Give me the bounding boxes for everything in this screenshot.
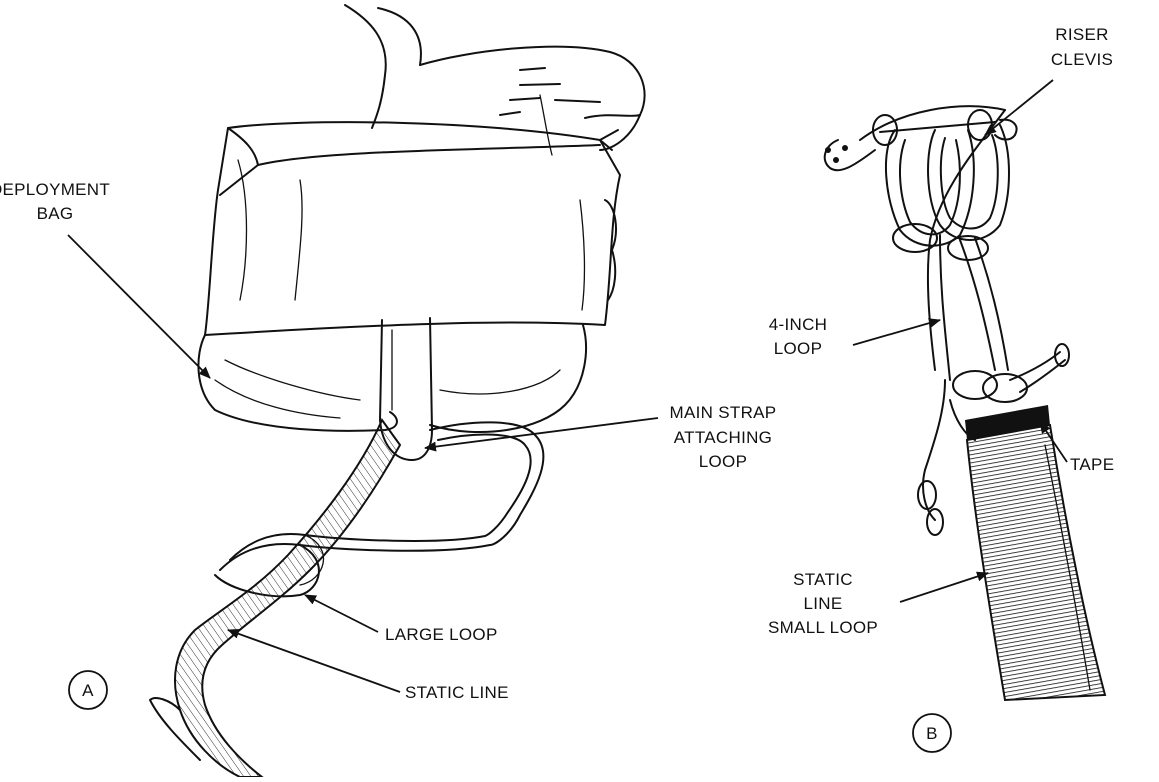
label-tape: TAPE bbox=[1070, 455, 1114, 474]
label-small-loop-line1: STATIC bbox=[793, 570, 853, 589]
four-inch-loop-arrow bbox=[853, 320, 940, 345]
static-line-small-loop-shape bbox=[965, 405, 1105, 700]
upper-fabric bbox=[345, 5, 645, 155]
label-static-line: STATIC LINE bbox=[405, 683, 509, 702]
label-main-strap-line2: ATTACHING bbox=[674, 428, 772, 447]
label-riser: RISER bbox=[1055, 25, 1108, 44]
label-four-inch-line1: 4-INCH bbox=[769, 315, 827, 334]
panel-a-badge: A bbox=[69, 671, 107, 709]
panel-b-badge-text: B bbox=[926, 724, 938, 743]
small-loop-arrow bbox=[900, 573, 988, 602]
panel-b-badge: B bbox=[913, 714, 951, 752]
label-large-loop: LARGE LOOP bbox=[385, 625, 498, 644]
label-deployment-line2: BAG bbox=[37, 204, 74, 223]
label-main-strap-line3: LOOP bbox=[699, 452, 747, 471]
label-main-strap-line1: MAIN STRAP bbox=[670, 403, 777, 422]
label-small-loop-line2: LINE bbox=[804, 594, 843, 613]
label-clevis: CLEVIS bbox=[1051, 50, 1113, 69]
label-small-loop-line3: SMALL LOOP bbox=[768, 618, 878, 637]
static-line-arrow bbox=[228, 630, 400, 692]
label-four-inch-line2: LOOP bbox=[774, 339, 822, 358]
deployment-bag-arrow bbox=[68, 235, 210, 378]
panel-a-badge-text: A bbox=[82, 681, 94, 700]
label-deployment-line1: DEPLOYMENT bbox=[0, 180, 110, 199]
static-line-strap bbox=[150, 420, 400, 777]
large-loop-arrow bbox=[305, 595, 378, 632]
deployment-bag-shape bbox=[198, 122, 620, 432]
panel-b-illustration bbox=[825, 106, 1105, 700]
panel-a-illustration bbox=[150, 5, 645, 777]
